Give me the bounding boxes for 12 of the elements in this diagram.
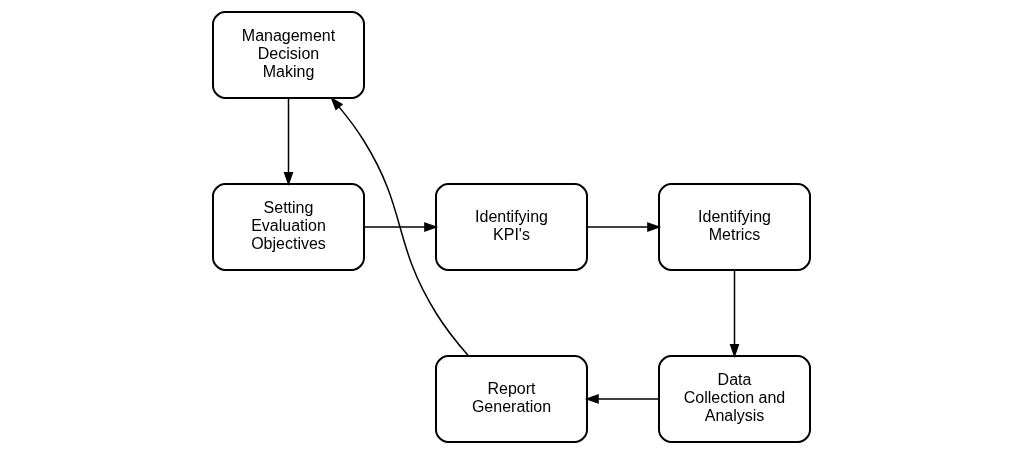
node-box: Setting Evaluation Objectives: [212, 183, 365, 271]
node-box: Management Decision Making: [212, 11, 365, 99]
node-box: Report Generation: [435, 355, 588, 443]
arrow: [363, 222, 439, 232]
node-box: Identifying KPI's: [435, 183, 588, 271]
arrow: [283, 97, 294, 186]
arrow: [729, 269, 740, 358]
node-box: Data Collection and Analysis: [658, 355, 811, 443]
arrow: [584, 394, 660, 404]
node-box: Identifying Metrics: [658, 183, 811, 271]
arrow: [330, 96, 469, 357]
arrow: [586, 222, 662, 232]
